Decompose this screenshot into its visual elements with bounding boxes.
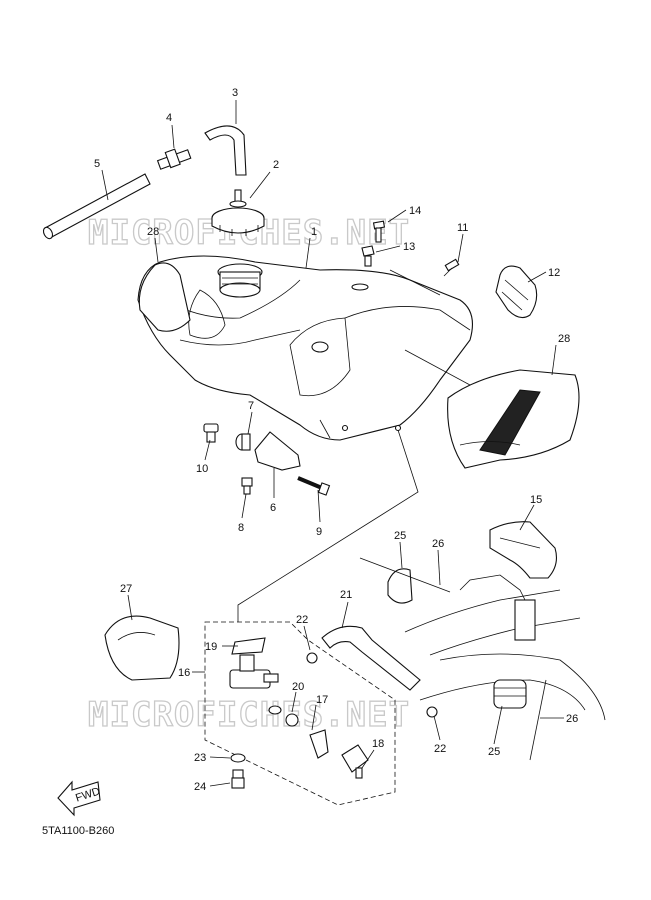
mounting-bracket — [254, 431, 301, 471]
holder — [489, 521, 557, 579]
gasket-plate — [341, 744, 369, 773]
protector — [104, 615, 180, 681]
callout-18: 18 — [372, 738, 384, 750]
callout-1: 1 — [311, 226, 317, 238]
callout-21: 21 — [340, 589, 352, 601]
strainer — [309, 729, 329, 759]
callout-8: 8 — [238, 522, 244, 534]
diagram-code: 5TA1100-B260 — [42, 825, 114, 837]
watermark-bottom: MICROFICHES.NET — [88, 695, 410, 735]
connection-line — [237, 429, 419, 622]
leader-lines — [101, 100, 564, 787]
frame-outline — [404, 574, 606, 721]
band-lower — [529, 679, 547, 761]
bolt-8 — [241, 477, 253, 495]
callout-27: 27 — [120, 583, 132, 595]
bolt-10 — [203, 423, 219, 443]
callout-25-lower: 25 — [488, 746, 500, 758]
callout-6: 6 — [270, 502, 276, 514]
grommet-lower — [493, 679, 527, 709]
bolt-13 — [361, 245, 375, 267]
clip-lower — [426, 706, 438, 718]
callout-3: 3 — [232, 87, 238, 99]
callout-5: 5 — [94, 158, 100, 170]
callout-7: 7 — [248, 400, 254, 412]
screw-18 — [355, 767, 363, 779]
breather-hose — [204, 125, 247, 176]
callout-16: 16 — [178, 667, 190, 679]
callout-11: 11 — [457, 222, 468, 234]
fuel-tank — [137, 255, 473, 441]
callout-2: 2 — [273, 159, 279, 171]
callout-14: 14 — [409, 205, 421, 217]
callout-13: 13 — [403, 241, 415, 253]
callout-15: 15 — [530, 494, 542, 506]
callout-22-upper: 22 — [296, 614, 308, 626]
callout-22-lower: 22 — [434, 743, 446, 755]
bolt-9 — [297, 476, 331, 496]
bolt-11 — [443, 258, 460, 277]
drain-bolt — [231, 769, 245, 789]
callout-labels: 1 2 3 4 5 6 7 8 9 10 11 12 13 14 15 16 1… — [94, 87, 578, 793]
callout-26-upper: 26 — [432, 538, 444, 550]
callout-23: 23 — [194, 752, 206, 764]
callout-25-upper: 25 — [394, 530, 406, 542]
fuel-filler-neck — [217, 263, 263, 298]
tank-side-cover-left — [138, 262, 191, 332]
callout-17: 17 — [316, 694, 328, 706]
fuel-cap — [211, 189, 265, 236]
callout-20: 20 — [292, 681, 304, 693]
fuel-cock-assy-outline — [204, 621, 396, 806]
tank-side-cover-right — [447, 369, 580, 469]
hose-joint — [156, 148, 192, 170]
collar — [235, 433, 251, 451]
washer — [230, 753, 246, 763]
callout-28-right: 28 — [558, 333, 570, 345]
tank-damper — [495, 265, 538, 319]
fuel-cock-body — [229, 654, 282, 715]
callout-19: 19 — [205, 641, 217, 653]
fwd-arrow-icon: FWD — [57, 780, 102, 817]
lever-plate — [231, 637, 266, 655]
callout-12: 12 — [548, 267, 560, 279]
band-upper — [359, 557, 451, 593]
callout-4: 4 — [166, 112, 172, 124]
grommet-upper — [387, 568, 413, 604]
callout-24: 24 — [194, 781, 206, 793]
o-ring-20 — [285, 713, 299, 727]
callout-9: 9 — [316, 526, 322, 538]
fuel-hose — [321, 625, 421, 691]
callout-10: 10 — [196, 463, 208, 475]
callout-26-lower: 26 — [566, 713, 578, 725]
bolt-14 — [372, 220, 386, 243]
callout-28-left: 28 — [147, 226, 159, 238]
clip-upper — [306, 652, 318, 664]
